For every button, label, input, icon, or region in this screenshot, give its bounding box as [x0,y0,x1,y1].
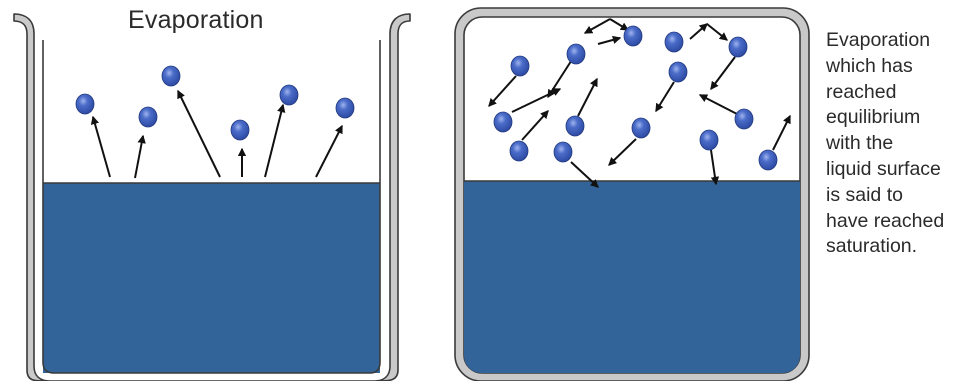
molecule [631,117,651,139]
arrow [710,149,720,186]
caption-line: Evaporation [826,29,931,51]
arrow [488,75,517,107]
closed-container [454,7,810,381]
arrows-right [488,18,791,188]
arrow [608,138,637,166]
arrow [698,94,738,115]
arrow [570,161,599,188]
arrow [655,81,675,113]
caption-line: have reached [826,209,945,232]
caption-line: saturation. [826,235,918,258]
caption-line: equilibrium [826,106,921,129]
arrows-left [90,89,343,179]
molecule [335,97,355,119]
arrow [521,110,549,141]
molecule [279,84,299,106]
molecule [623,25,643,47]
caption-line: with the [826,132,894,155]
evaporation-title: Evaporation [128,6,264,34]
arrow [772,114,791,151]
molecule [734,108,754,130]
saturation-caption: Evaporation which has reached equilibriu… [826,28,976,260]
arrow [177,89,221,178]
beaker-inner-left [42,40,381,374]
open-beaker [13,13,411,381]
molecule [75,93,95,115]
molecule [509,140,529,162]
molecule [566,43,586,65]
arrow [609,18,630,31]
arrow [90,115,111,178]
arrow [706,23,728,41]
liquid-left [43,183,380,373]
arrow [264,103,286,178]
molecule [668,61,688,83]
arrow [134,134,146,179]
molecules-right [493,25,778,171]
arrow [577,77,598,117]
arrow [689,23,708,40]
molecule [161,65,181,87]
caption-line: which has [826,54,913,77]
arrow [315,124,343,178]
molecule [553,141,573,163]
arrow [597,35,622,45]
molecules-left [75,65,355,141]
molecule [728,36,748,58]
liquid-right [464,181,800,373]
molecule [664,31,684,53]
molecule [510,55,530,77]
caption-line: reached [826,80,897,103]
caption-line: liquid surface [826,157,941,180]
molecule [138,106,158,128]
molecule [565,115,585,137]
caption-line: is said to [826,183,903,206]
arrow [583,18,611,34]
molecule [493,111,513,133]
molecule [699,129,719,151]
beaker-wall-left [13,13,411,381]
molecule [230,119,250,141]
arrow [710,56,736,91]
molecule [758,149,778,171]
